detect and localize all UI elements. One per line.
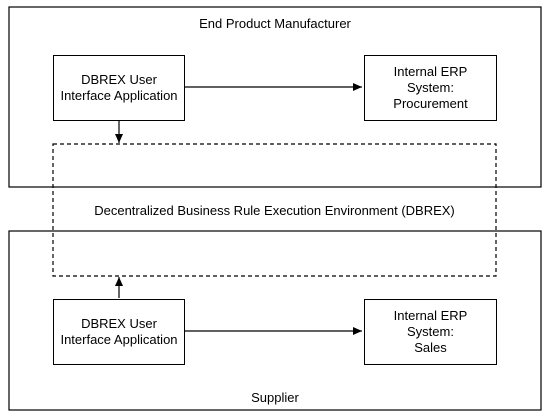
supplier-erp-label: Internal ERP System: Sales	[393, 308, 468, 355]
supplier-erp-box: Internal ERP System: Sales	[364, 299, 497, 365]
supplier-ui-app-box: DBREX User Interface Application	[53, 299, 185, 365]
manufacturer-title: End Product Manufacturer	[199, 16, 351, 31]
manufacturer-container	[8, 6, 542, 188]
manufacturer-ui-app-box: DBREX User Interface Application	[53, 55, 185, 121]
manufacturer-erp-label: Internal ERP System: Procurement	[393, 64, 468, 111]
dbrex-title: Decentralized Business Rule Execution En…	[94, 203, 455, 218]
supplier-container	[8, 230, 542, 411]
supplier-ui-app-label: DBREX User Interface Application	[60, 316, 178, 347]
supplier-title: Supplier	[251, 390, 299, 405]
manufacturer-erp-box: Internal ERP System: Procurement	[364, 55, 497, 121]
manufacturer-ui-app-label: DBREX User Interface Application	[60, 72, 178, 103]
